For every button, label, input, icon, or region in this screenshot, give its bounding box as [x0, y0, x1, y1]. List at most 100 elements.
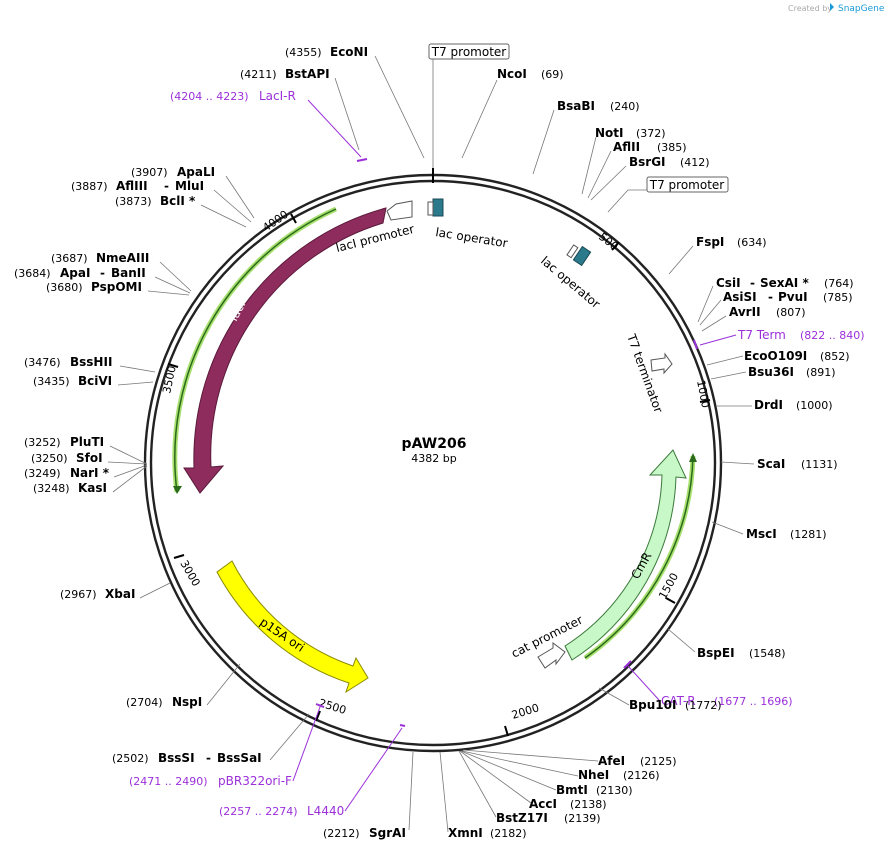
- lac-operator-1-marker: [427, 201, 434, 216]
- leader-asisi: [699, 299, 722, 326]
- enzyme-pos-nspi: (2704): [126, 696, 163, 709]
- brand-created-by: Created by: [788, 4, 832, 13]
- brand-snapgene: SnapGene: [838, 4, 885, 14]
- enzyme-name-nhei: NheI: [578, 768, 609, 782]
- tick-mark-1000: [699, 399, 711, 403]
- enzyme-dash-bsssai: -: [206, 751, 211, 765]
- leader-acci: [459, 750, 532, 804]
- enzyme-name-bsrgi: BsrGI: [629, 155, 666, 169]
- cat-promoter-arrow: [537, 642, 566, 669]
- cmr-orf-line: [584, 455, 694, 659]
- enzyme-pos-xbai: (2967): [60, 588, 97, 601]
- enzyme-name-xbai: XbaI: [105, 587, 135, 601]
- leader-msci: [711, 521, 744, 535]
- t7-terminator-arrow: [650, 352, 673, 375]
- leader-avrii: [701, 315, 727, 332]
- primer-name-t7-term: T7 Term: [737, 328, 786, 342]
- enzyme-name-noti: NotI: [595, 126, 624, 140]
- enzyme-pos-bsabi: (240): [610, 100, 640, 113]
- enzyme-pos-scai: (1131): [801, 458, 838, 471]
- enzyme-name-msci: MscI: [746, 527, 777, 541]
- lac-operator-1-label: lac operator: [435, 225, 509, 250]
- enzyme-pos-bcivi: (3435): [33, 375, 70, 388]
- enzyme-pos-bsshii: (3476): [24, 356, 61, 369]
- t7-promoter-1-label: T7 promoter: [431, 45, 507, 59]
- leader-csii: [697, 285, 714, 323]
- enzyme-pos-bsu36i: (891): [806, 366, 836, 379]
- tick-mark-2000: [504, 725, 509, 737]
- leader-nhei: [461, 750, 579, 777]
- leader-nspi: [206, 663, 241, 706]
- enzyme-name-nmeaiii: NmeAIII: [96, 251, 149, 265]
- enzyme-pos-apali: (3907): [131, 166, 168, 179]
- enzyme-name-pspomi: PspOMI: [91, 280, 142, 294]
- enzyme-name-sgrai: SgrAI: [369, 826, 406, 840]
- leader-bsabi: [532, 109, 555, 175]
- laci-promoter-arrow: [386, 200, 413, 221]
- primer-mark-laci-r: [356, 158, 368, 162]
- enzyme-name-ecoo109i: EcoO109I: [744, 349, 807, 363]
- leader-econi: [374, 55, 425, 159]
- enzyme-name-econi: EcoNI: [330, 45, 368, 59]
- enzyme-name-drdi: DrdI: [754, 398, 783, 412]
- enzyme-pos-bsrgi: (412): [680, 156, 710, 169]
- primer-pos-t7-term: (822 .. 840): [800, 329, 865, 342]
- leader-bsshii: [119, 365, 156, 373]
- enzyme-pos-ecoo109i: (852): [820, 350, 850, 363]
- enzyme-name-asisi: AsiSI: [723, 290, 757, 304]
- enzyme-name-bsu36i: Bsu36I: [748, 365, 794, 379]
- laci-orf-line: [174, 208, 337, 493]
- primer-marks: [315, 158, 698, 727]
- leader-nmeaiii: [159, 261, 192, 292]
- enzyme-dash-sexai: -: [750, 276, 755, 290]
- p15a-ori-label: p15A ori: [257, 615, 307, 655]
- enzyme-name-bspei: BspEI: [697, 646, 735, 660]
- enzyme-name2-banii: BanII: [111, 266, 146, 280]
- leader-apai: [154, 276, 191, 294]
- enzyme-name-fspi: FspI: [696, 235, 724, 249]
- enzyme-name-afliii: AflIII: [116, 179, 148, 193]
- enzyme-dash-banii: -: [100, 266, 105, 280]
- snapgene-brand: Created by SnapGene: [788, 3, 885, 14]
- primer-leader-t7-term: [699, 334, 737, 346]
- primer-leader-cat-r: [627, 665, 660, 701]
- leader-afliii-b: [587, 150, 612, 199]
- leader-ncoi: [461, 79, 498, 159]
- enzyme-pos-acci: (2138): [570, 798, 607, 811]
- enzyme-name-sfoi: SfoI: [76, 451, 103, 465]
- primer-leader-l4440: [344, 727, 403, 812]
- primer-name-pbr322ori-f: pBR322ori-F: [218, 774, 292, 788]
- plasmid-size: 4382 bp: [411, 452, 456, 465]
- enzyme-name-bcivi: BciVI: [78, 374, 112, 388]
- tick-mark-1500: [665, 597, 676, 604]
- enzyme-pos-afliii: (3887): [71, 180, 108, 193]
- tick-mark-3000: [173, 554, 185, 559]
- primer-pos-l4440: (2257 .. 2274): [219, 805, 298, 818]
- enzyme-name-bcli: BclI *: [160, 194, 196, 208]
- enzyme-pos-noti: (372): [636, 127, 666, 140]
- leader-fspi: [668, 245, 694, 275]
- leader-bstapi: [334, 77, 360, 151]
- leader-afei: [462, 749, 599, 762]
- leader-bsu36i: [710, 371, 747, 380]
- leader-pluti: [109, 445, 148, 465]
- primer-name-laci-r: LacI-R: [259, 89, 296, 103]
- enzyme-name-apai: ApaI: [60, 266, 90, 280]
- primer-name-l4440: L4440: [307, 804, 344, 818]
- enzyme-pos-nhei: (2126): [623, 769, 660, 782]
- laci-orf-arrowhead: [173, 486, 182, 494]
- enzyme-pos-kasi: (3248): [33, 482, 70, 495]
- t7-terminator-label: T7 terminator: [624, 331, 666, 414]
- leader-afliii: [213, 189, 252, 223]
- enzyme-name-nspi: NspI: [172, 695, 202, 709]
- leader-bspei: [667, 628, 696, 653]
- enzyme-pos-bstapi: (4211): [240, 68, 277, 81]
- enzyme-pos-pluti: (3252): [24, 436, 61, 449]
- enzyme-name2-bsssai: BssSaI: [217, 751, 262, 765]
- leader-bmti: [460, 750, 557, 791]
- enzyme-name-afei: AfeI: [598, 754, 625, 768]
- enzyme-name-bsshii: BssHII: [70, 355, 112, 369]
- tick-label-3000: 3000: [177, 558, 202, 589]
- tick-mark-500: [611, 241, 620, 251]
- enzyme-name-afliii-b: AflII: [613, 140, 640, 154]
